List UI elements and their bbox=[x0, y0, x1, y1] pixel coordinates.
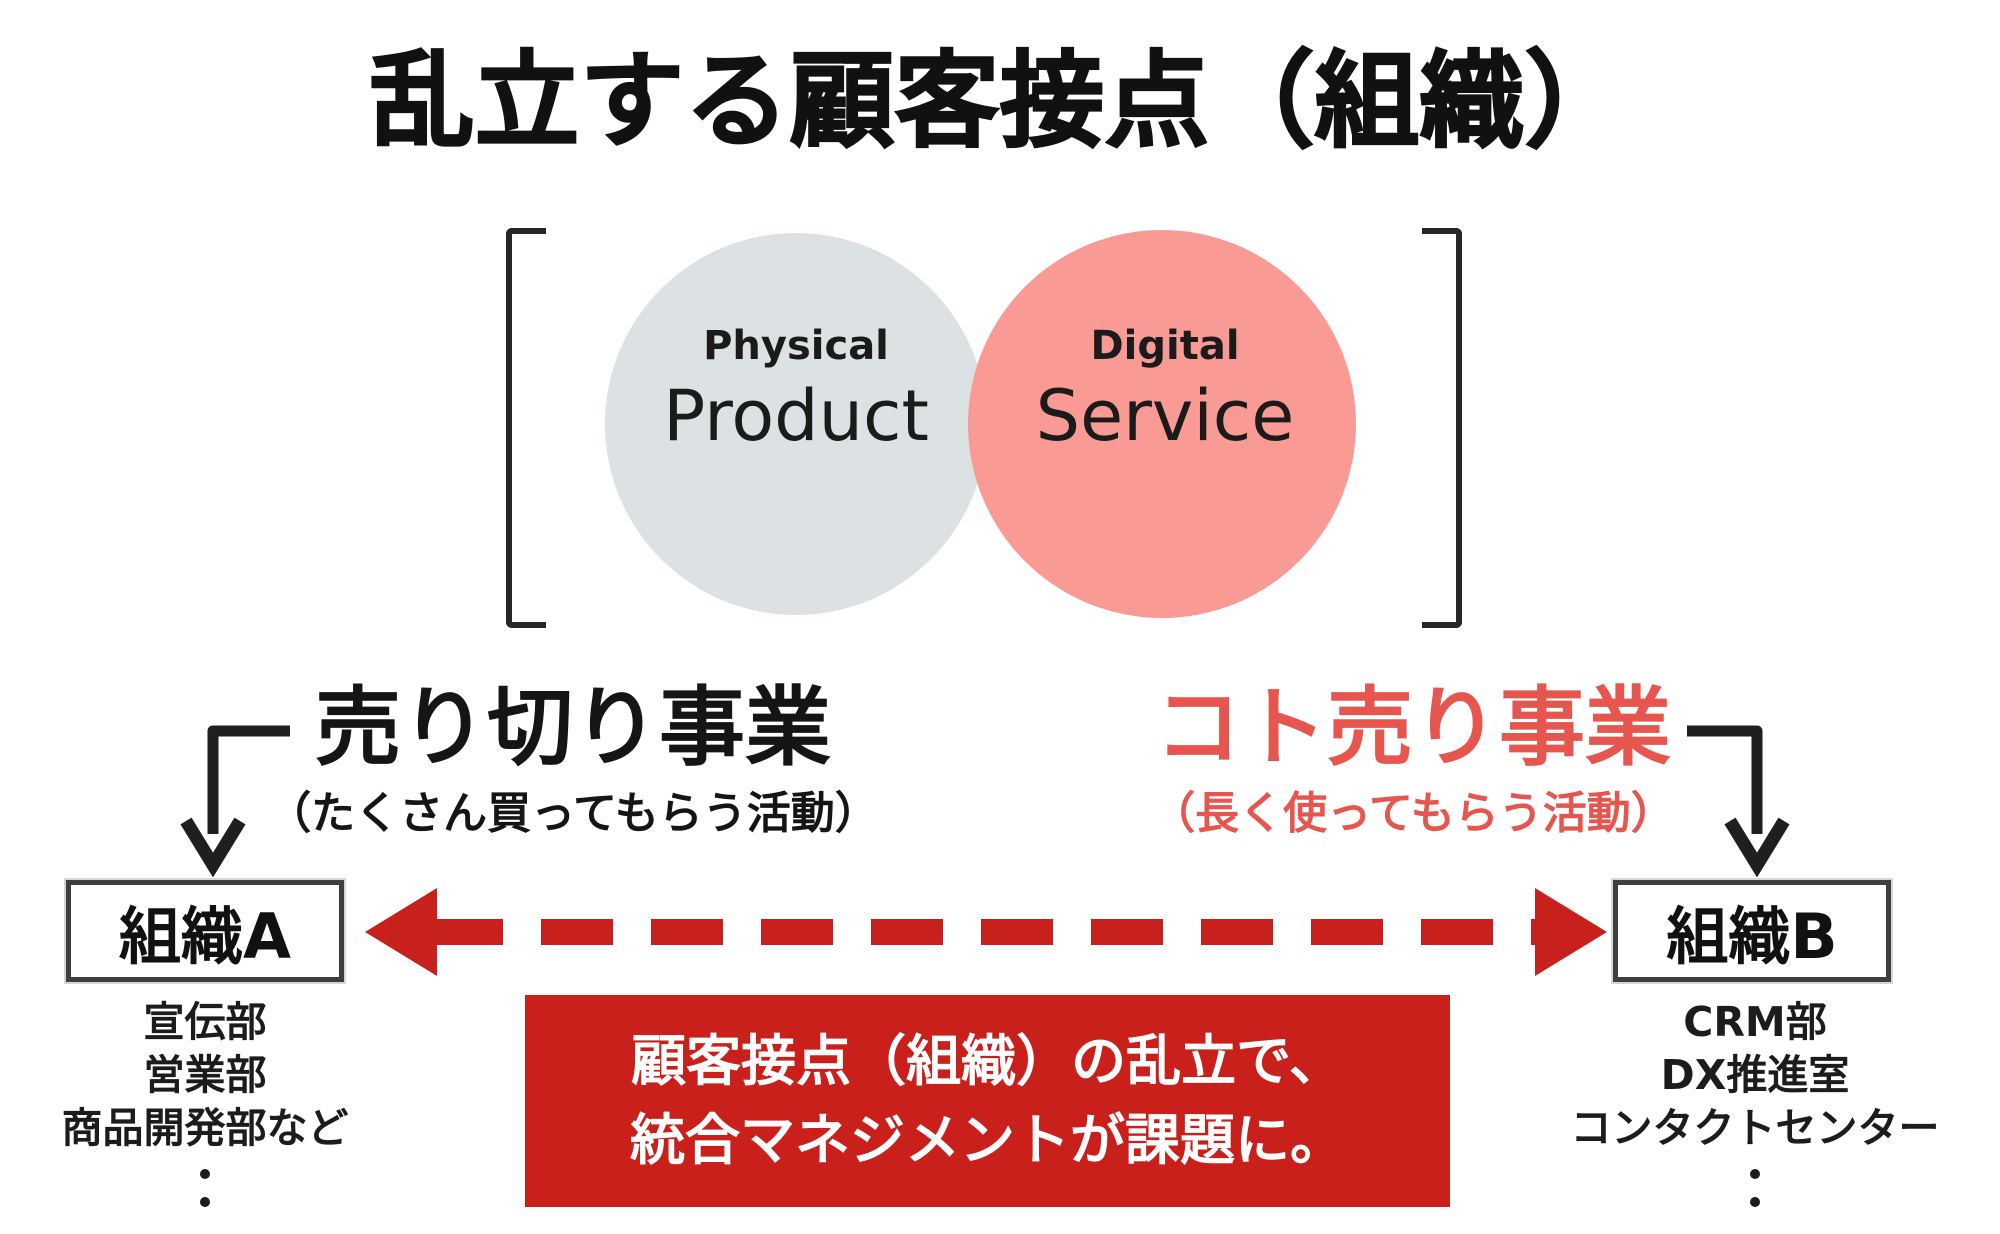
org-b-box: 組織B bbox=[1613, 880, 1891, 982]
dashed-double-arrow-icon bbox=[365, 888, 1607, 976]
list-item: DX推進室 bbox=[1660, 1051, 1850, 1099]
sell-once-business-note: （たくさん買ってもらう活動） bbox=[267, 788, 879, 839]
issue-callout-box: 顧客接点（組織）の乱立で、 統合マネジメントが課題に。 bbox=[525, 995, 1450, 1207]
digital-service-labels: Digital Service bbox=[971, 320, 1359, 458]
list-item: コンタクトセンター bbox=[1570, 1104, 1940, 1152]
bracket-right-icon bbox=[1422, 228, 1462, 628]
bracket-left-icon bbox=[506, 228, 546, 628]
vertical-ellipsis-icon bbox=[1543, 1169, 1967, 1207]
koto-business-note: （長く使ってもらう活動） bbox=[1151, 788, 1675, 839]
koto-business-group: コト売り事業 （長く使ってもらう活動） bbox=[1008, 676, 1818, 842]
right-elbow-arrow-icon bbox=[1687, 725, 1790, 877]
org-a-name: 組織A bbox=[119, 900, 291, 973]
page-title: 乱立する顧客接点（組織） bbox=[369, 39, 1630, 163]
list-item: 営業部 bbox=[143, 1051, 267, 1099]
physical-product-labels: Physical Product bbox=[605, 320, 987, 458]
digital-service-circle bbox=[968, 230, 1356, 618]
sell-once-business-label: 売り切り事業 bbox=[315, 678, 831, 778]
org-a-box: 組織A bbox=[66, 880, 344, 982]
org-a-department-list: 宣伝部 営業部 商品開発部など bbox=[18, 996, 392, 1207]
list-item: CRM部 bbox=[1683, 998, 1827, 1046]
list-item: 宣伝部 bbox=[143, 998, 267, 1046]
digital-eyebrow-label: Digital bbox=[1090, 323, 1240, 369]
org-b-department-list: CRM部 DX推進室 コンタクトセンター bbox=[1543, 996, 1967, 1207]
sell-once-business-group: 売り切り事業 （たくさん買ってもらう活動） bbox=[168, 676, 978, 842]
product-label: Product bbox=[663, 375, 929, 457]
issue-callout-line2: 統合マネジメントが課題に。 bbox=[629, 1108, 1345, 1172]
physical-eyebrow-label: Physical bbox=[703, 323, 889, 369]
list-item: 商品開発部など bbox=[61, 1104, 349, 1152]
left-elbow-arrow-icon bbox=[180, 725, 290, 877]
vertical-ellipsis-icon bbox=[18, 1169, 392, 1207]
service-label: Service bbox=[1035, 375, 1295, 457]
org-b-name: 組織B bbox=[1666, 900, 1838, 973]
issue-callout-line1: 顧客接点（組織）の乱立で、 bbox=[631, 1029, 1344, 1093]
koto-business-label: コト売り事業 bbox=[1155, 678, 1671, 778]
physical-product-circle bbox=[605, 233, 987, 615]
